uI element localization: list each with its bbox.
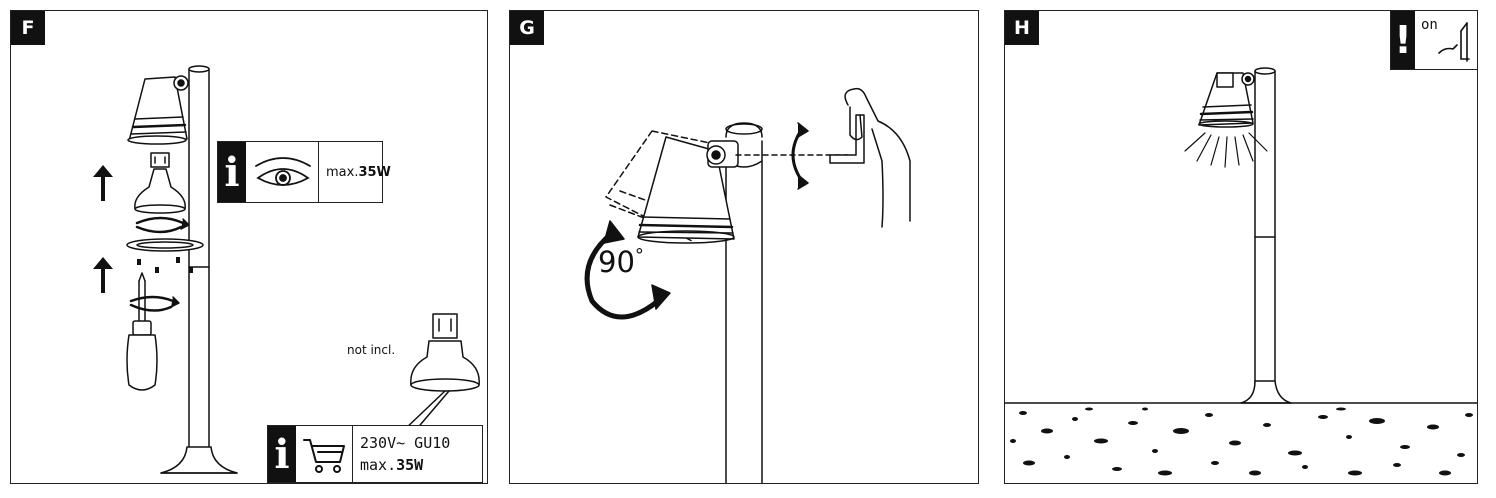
fixture-illustration [93,65,480,474]
info-icon: i [218,142,246,202]
up-arrow-icon [93,165,113,201]
adjust-angle-illustration [584,87,911,483]
max-wattage-prefix: max. [360,456,397,474]
angle-value: 90 [598,245,635,279]
step-label: F [11,11,45,45]
eye-icon [255,157,311,186]
bulb-spec-box: i 230V~ GU10 max.35W [267,425,483,483]
panel-step-h: H [1004,10,1478,484]
panel-step-f: F [10,10,488,484]
voltage-socket-label: 230V~ GU10 [360,434,451,452]
up-arrow-icon [93,257,113,293]
step-label: G [510,11,544,45]
hand-icon [844,87,911,228]
panel-step-g: G [509,10,979,484]
switch-label: on [1421,17,1438,33]
shopping-cart-icon [303,439,345,473]
not-included-label: not incl. [347,343,396,357]
warning-icon: ! [1391,11,1415,69]
switch-on-notice: ! on [1390,11,1477,70]
info-icon: i [268,426,296,482]
wattage-prefix: max. [326,165,359,180]
switch-on-illustration [1005,67,1477,476]
ground-gravel [1010,407,1473,476]
max-wattage-value: 35W [396,456,424,474]
light-rays-icon [1184,132,1268,168]
switch-icon [1438,22,1470,62]
wattage-info-box: i max.35W [217,141,391,203]
step-label: H [1005,11,1039,45]
wattage-value: 35W [358,165,391,180]
screwdriver-icon [126,272,158,391]
angle-unit: ° [634,245,644,266]
